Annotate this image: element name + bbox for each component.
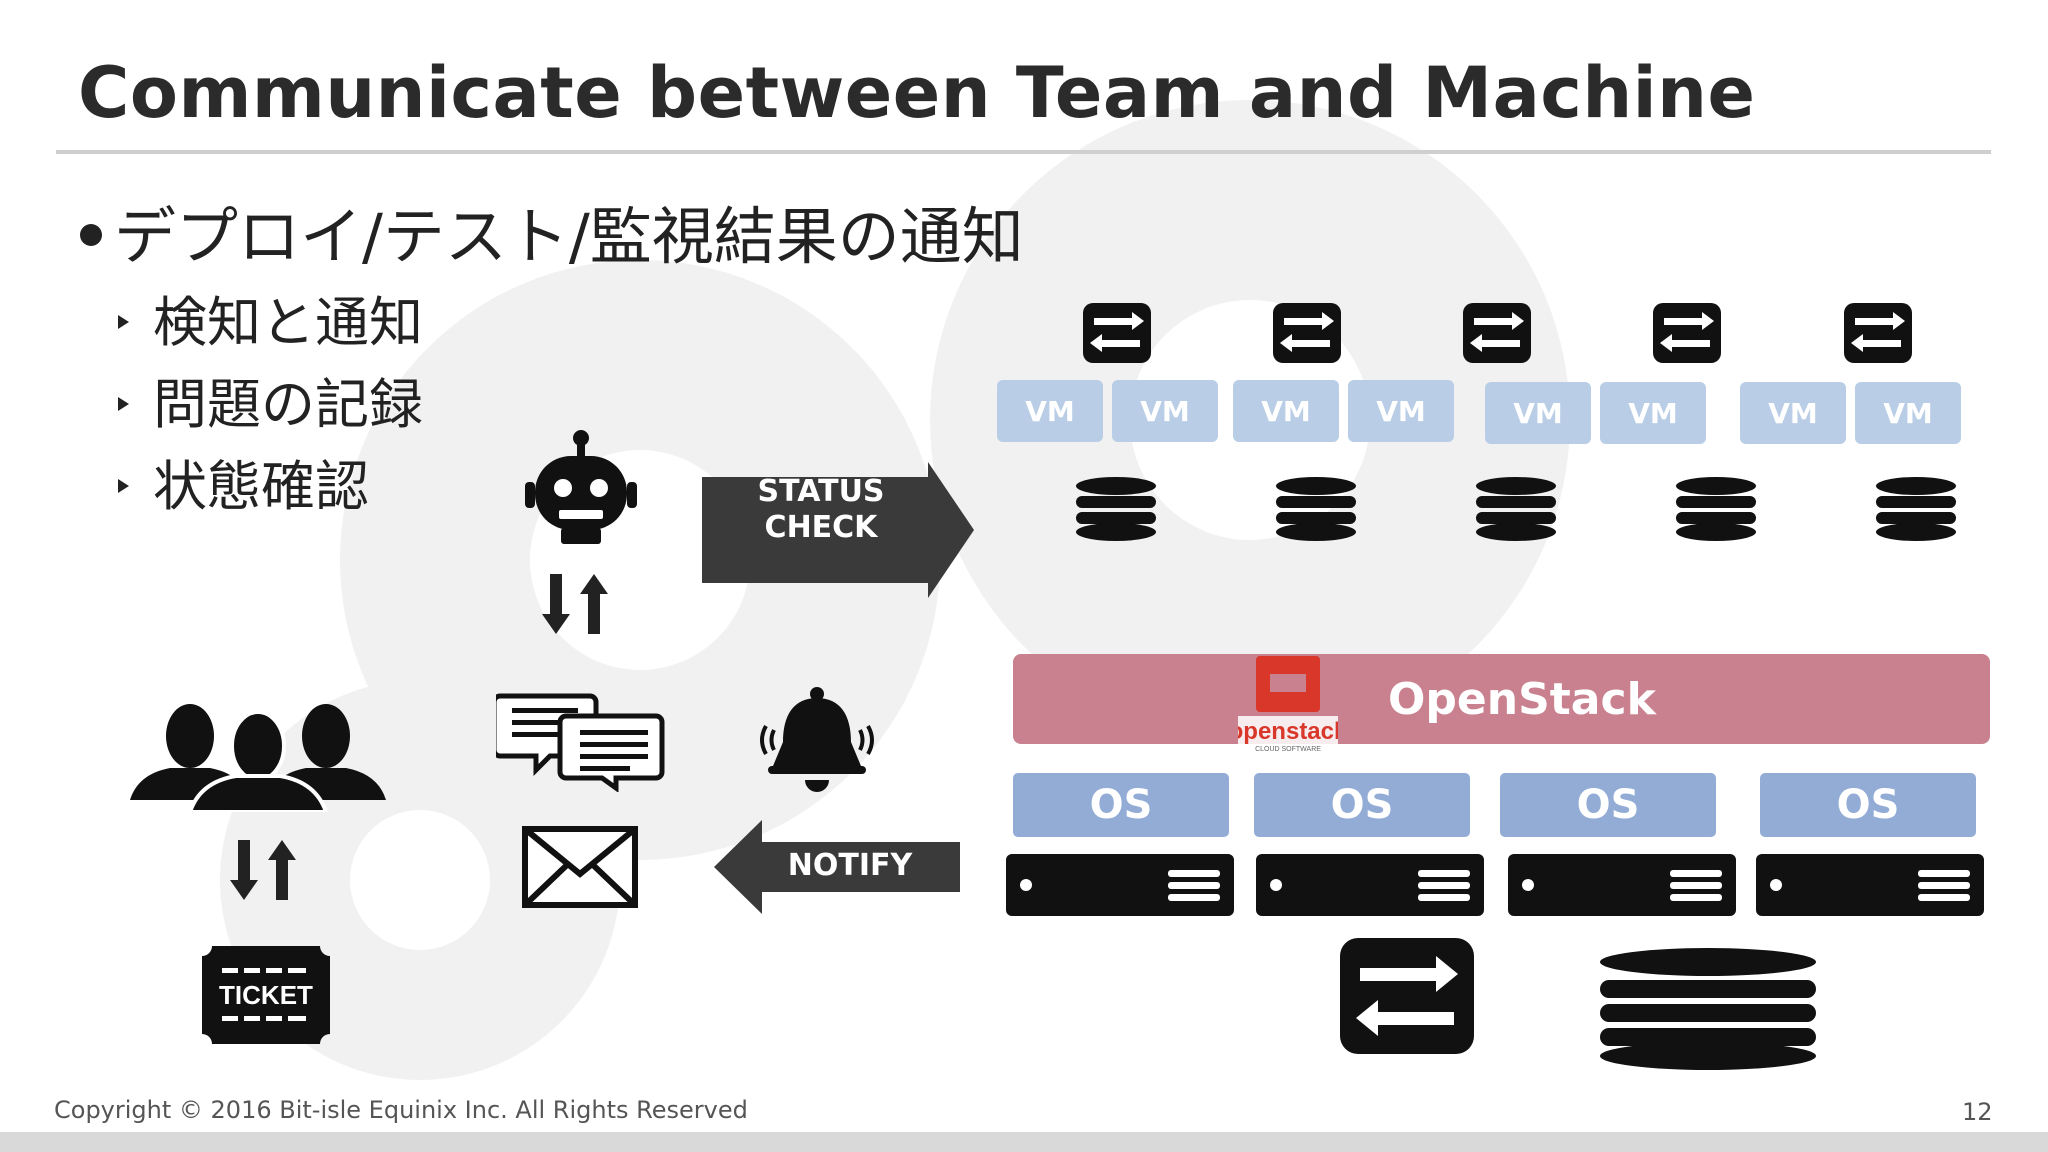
status-check-label: STATUS CHECK	[730, 474, 912, 546]
notify-arrow-icon	[714, 820, 960, 914]
os-box: OS	[1013, 773, 1229, 837]
slide-title: Communicate between Team and Machine	[78, 52, 1756, 134]
sub-bullet-text: 検知と通知	[153, 291, 423, 354]
os-box: OS	[1760, 773, 1976, 837]
ticket-label: TICKET	[219, 980, 313, 1010]
page-number: 12	[1962, 1098, 1993, 1126]
robot-icon	[525, 430, 637, 544]
bullet-dot-icon	[80, 223, 102, 246]
up-down-arrows-icon	[230, 840, 296, 900]
storage-icon	[1676, 477, 1756, 541]
main-bullet-text: デプロイ/テスト/監視結果の通知	[114, 200, 1024, 273]
server-icon	[1508, 854, 1736, 916]
status-check-line1: STATUS	[757, 474, 885, 509]
copyright-footer: Copyright © 2016 Bit-isle Equinix Inc. A…	[54, 1096, 748, 1124]
openstack-logo-text: openstack	[1238, 718, 1338, 745]
sub-bullet-text: 問題の記録	[153, 373, 423, 436]
network-switch-icon	[1340, 938, 1474, 1054]
network-switch-icon	[1653, 303, 1721, 363]
vm-box: VM	[1600, 382, 1706, 444]
status-check-arrow-icon	[702, 462, 974, 598]
storage-icon	[1600, 948, 1816, 1070]
network-switch-icon	[1273, 303, 1341, 363]
vm-box: VM	[1112, 380, 1218, 442]
bell-icon	[760, 687, 874, 792]
server-icon	[1756, 854, 1984, 916]
sub-bullet: 検知と通知	[118, 278, 423, 357]
triangle-bullet-icon	[118, 315, 129, 330]
sub-bullet: 問題の記録	[118, 360, 423, 439]
sub-bullet: 状態確認	[118, 442, 369, 521]
openstack-logo-icon: openstack CLOUD SOFTWARE	[1238, 656, 1338, 754]
sub-bullet-text: 状態確認	[153, 455, 369, 518]
triangle-bullet-icon	[118, 397, 129, 412]
server-icon	[1256, 854, 1484, 916]
team-icon	[130, 704, 386, 812]
storage-icon	[1876, 477, 1956, 541]
network-switch-icon	[1844, 303, 1912, 363]
vm-box: VM	[1740, 382, 1846, 444]
storage-icon	[1276, 477, 1356, 541]
openstack-bar	[1013, 654, 1990, 744]
ticket-icon: TICKET	[202, 946, 330, 1044]
storage-icon	[1476, 477, 1556, 541]
title-divider	[56, 150, 1991, 154]
triangle-bullet-icon	[118, 479, 129, 494]
up-down-arrows-icon	[542, 574, 608, 634]
vm-box: VM	[1485, 382, 1591, 444]
mail-icon	[522, 826, 638, 908]
chat-icon	[496, 693, 665, 792]
bottom-bar	[0, 1132, 2048, 1152]
vm-box: VM	[1855, 382, 1961, 444]
network-switch-icon	[1463, 303, 1531, 363]
vm-box: VM	[1348, 380, 1454, 442]
storage-icon	[1076, 477, 1156, 541]
server-icon	[1006, 854, 1234, 916]
os-box: OS	[1500, 773, 1716, 837]
openstack-logo-subtext: CLOUD SOFTWARE	[1255, 746, 1321, 753]
vm-box: VM	[1233, 380, 1339, 442]
network-switch-icon	[1083, 303, 1151, 363]
main-bullet: デプロイ/テスト/監視結果の通知	[80, 186, 1024, 276]
notify-label: NOTIFY	[787, 848, 913, 883]
status-check-line2: CHECK	[764, 510, 878, 545]
openstack-label: OpenStack	[1388, 674, 1656, 725]
os-box: OS	[1254, 773, 1470, 837]
vm-box: VM	[997, 380, 1103, 442]
